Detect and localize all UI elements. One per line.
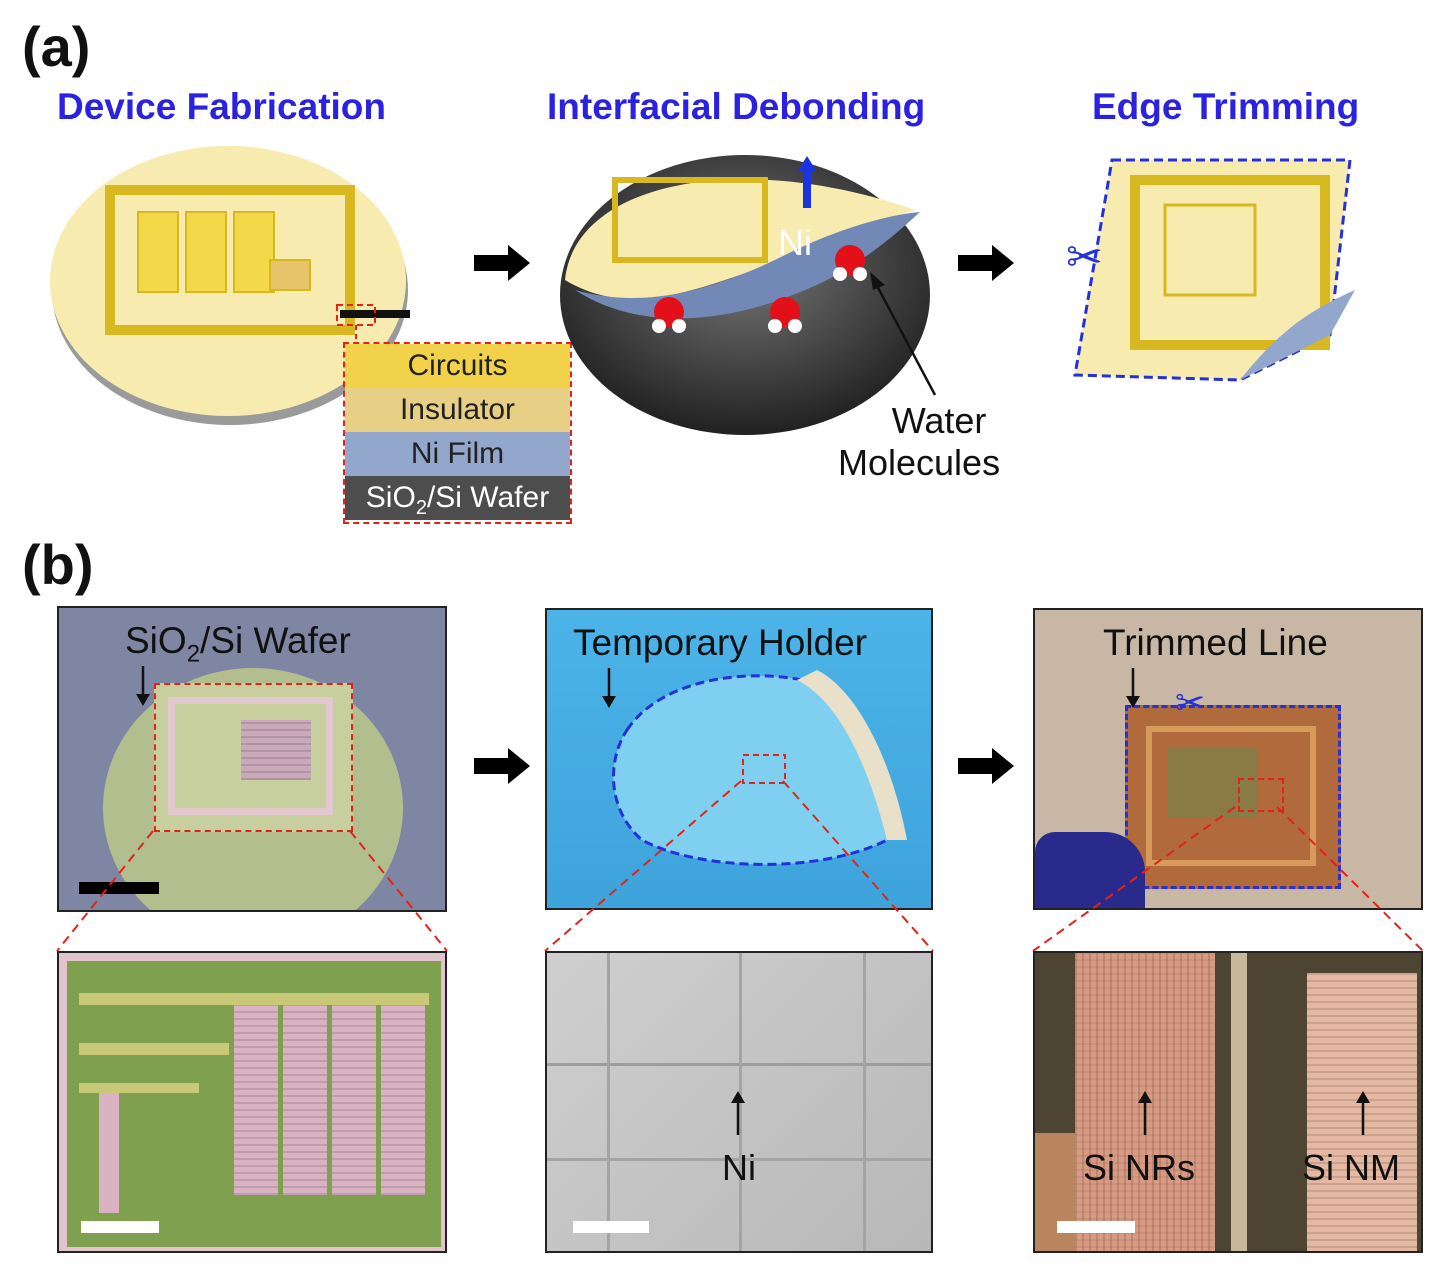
trimmed-film <box>1125 705 1341 889</box>
scale-bar <box>1057 1221 1135 1233</box>
water-molecule-icon <box>768 297 802 333</box>
label-sio2-si-wafer: SiO2/Si Wafer <box>125 620 351 668</box>
label-temporary-holder: Temporary Holder <box>573 622 868 663</box>
process-arrow-2 <box>958 245 1014 281</box>
process-arrow-1 <box>474 245 530 281</box>
water-molecule-icon <box>833 245 867 281</box>
water-molecules-label: Water Molecules <box>838 400 1001 483</box>
scissors-icon: ✂ <box>1175 682 1206 723</box>
panel-b-label: (b) <box>22 533 94 596</box>
photo-temporary-holder: Temporary Holder <box>545 608 933 910</box>
trimmed-film-illustration <box>1073 158 1355 382</box>
layer-circuits: Circuits <box>345 344 570 388</box>
label-si-nrs: Si NRs <box>1083 1147 1196 1188</box>
scissors-icon: ✂ <box>1066 233 1103 282</box>
layer-stack-inset: Circuits Insulator Ni Film SiO2/Si Wafer <box>343 342 572 524</box>
zoom-box-red <box>154 683 353 832</box>
process-arrow-4 <box>958 748 1014 784</box>
micrograph-ni: Ni <box>545 951 933 1253</box>
panel-a-label: (a) <box>22 15 91 78</box>
process-arrow-3 <box>474 748 530 784</box>
layer-insulator: Insulator <box>345 388 570 432</box>
ni-film-label: Ni <box>778 222 812 263</box>
photo-sio2-si-wafer: SiO2/Si Wafer <box>57 606 447 912</box>
scale-bar <box>573 1221 649 1233</box>
layer-sio2-si-wafer: SiO2/Si Wafer <box>345 476 570 520</box>
label-si-nm: Si NM <box>1302 1147 1400 1188</box>
photo-trimmed-line: Trimmed Line ✂ <box>1033 608 1423 910</box>
label-ni: Ni <box>722 1147 756 1188</box>
layer-ni-film: Ni Film <box>345 432 570 476</box>
lift-arrow-icon <box>797 156 817 208</box>
debonding-wafer-illustration <box>560 155 937 435</box>
scale-bar <box>81 1221 159 1233</box>
step-title-edge-trimming: Edge Trimming <box>1092 86 1360 127</box>
step-title-interfacial-debonding: Interfacial Debonding <box>547 86 926 127</box>
micrograph-si-nrs-nm: Si NRs Si NM <box>1033 951 1423 1253</box>
zoom-box-red <box>336 304 376 326</box>
scale-bar <box>79 882 159 894</box>
glove <box>1035 832 1145 908</box>
circuit-layout <box>105 185 355 335</box>
step-title-device-fabrication: Device Fabrication <box>57 86 387 127</box>
label-trimmed-line: Trimmed Line <box>1103 622 1328 663</box>
micrograph-circuit <box>57 951 447 1253</box>
water-molecule-icon <box>652 297 686 333</box>
fabricated-wafer-illustration <box>50 146 410 425</box>
